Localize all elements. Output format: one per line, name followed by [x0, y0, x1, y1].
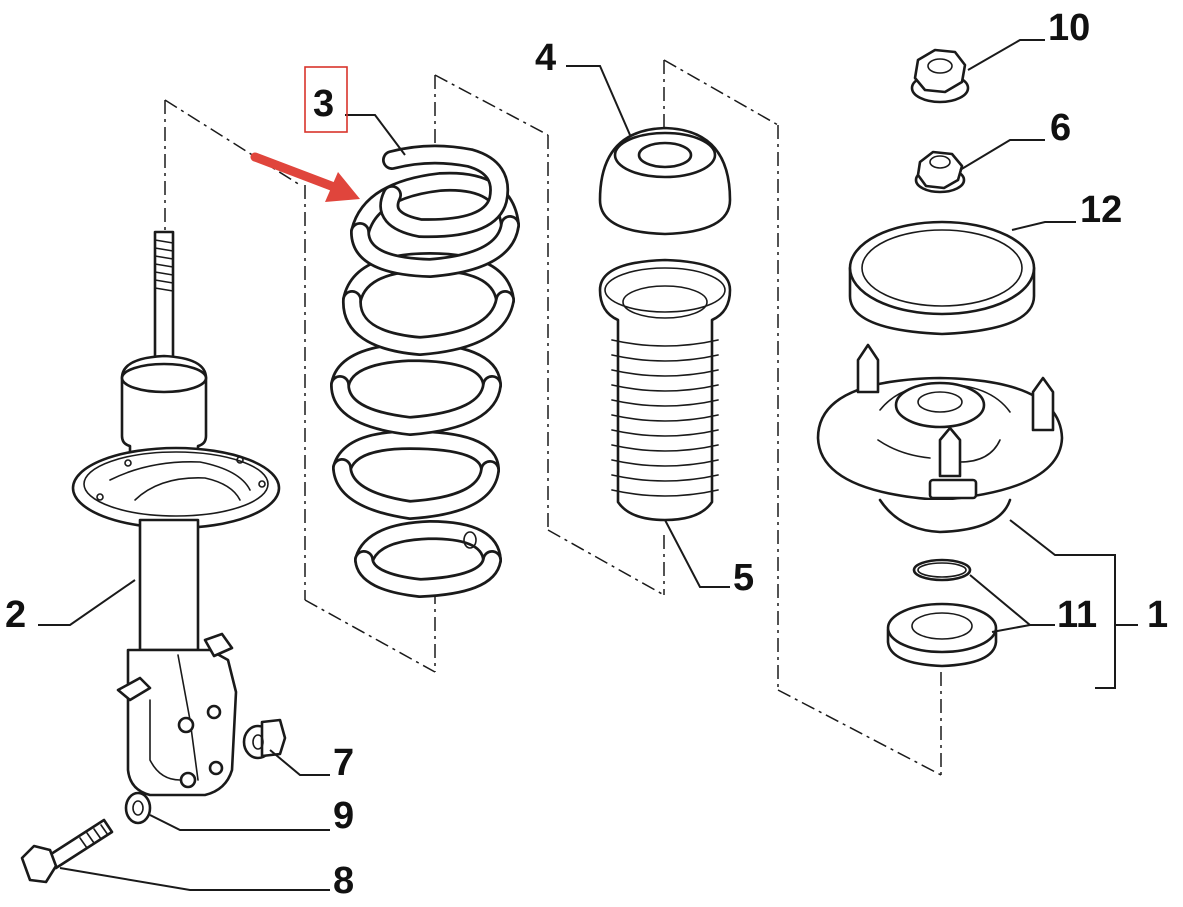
- leader-lines: [38, 39, 1138, 891]
- callout-4[interactable]: 4: [535, 37, 556, 79]
- nut-10[interactable]: [910, 48, 970, 104]
- bolt-8[interactable]: [20, 818, 114, 884]
- pointer-arrow: [250, 152, 360, 202]
- seal-ring-12[interactable]: [848, 220, 1036, 336]
- selection-box: [304, 66, 348, 133]
- callout-11[interactable]: 11: [1057, 594, 1097, 636]
- callout-2[interactable]: 2: [5, 594, 26, 636]
- callout-7[interactable]: 7: [333, 742, 354, 784]
- bump-stop-cap[interactable]: [598, 126, 732, 236]
- callout-5[interactable]: 5: [733, 557, 754, 599]
- nut-6[interactable]: [914, 150, 966, 194]
- dust-boot[interactable]: [598, 258, 732, 522]
- callout-10[interactable]: 10: [1048, 7, 1090, 49]
- callout-8[interactable]: 8: [333, 860, 354, 902]
- callout-3[interactable]: 3: [313, 83, 334, 125]
- washer-9[interactable]: [124, 791, 152, 825]
- callout-12[interactable]: 12: [1080, 189, 1122, 231]
- callout-1[interactable]: 1: [1147, 594, 1168, 636]
- callout-6[interactable]: 6: [1050, 107, 1071, 149]
- callout-9[interactable]: 9: [333, 795, 354, 837]
- shock-absorber-strut[interactable]: [71, 230, 281, 797]
- flange-nut-7[interactable]: [242, 718, 287, 760]
- bearing-kit-11[interactable]: [886, 558, 998, 668]
- top-strut-mount[interactable]: [816, 343, 1064, 534]
- assembly-guide-lines: [164, 59, 942, 776]
- coil-spring[interactable]: [330, 144, 520, 599]
